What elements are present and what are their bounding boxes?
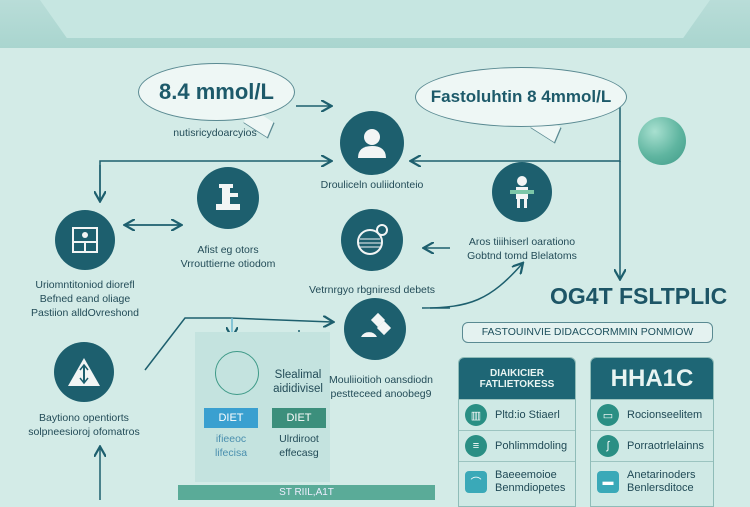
chart-icon: ▥ (465, 404, 487, 426)
warning-label-line: solpneesioroj ofomatros (28, 426, 140, 438)
monitor-label-line: Befned eand oliage (39, 293, 131, 305)
activity-icon: ⌒ (465, 470, 487, 493)
patient-label-line: Aros tiiihiserl oarationo (468, 236, 576, 248)
card-right: HHA1C ▭Rocionseelitem ∫Porraotrlelainns … (590, 357, 714, 507)
meter-icon: ▬ (597, 470, 619, 493)
card-title-line: DIAIKICIER (490, 367, 544, 379)
top-band-inner (40, 0, 710, 38)
kiosk-label-line: Afist eg otors (197, 244, 259, 256)
panel-side-text: Slealimal aididivisel (273, 368, 323, 396)
diet-box-blue-sub: ifieeoc lifecisa (215, 432, 247, 460)
sphere-decoration (638, 117, 686, 165)
diet-box-blue: DIET (204, 408, 258, 428)
glucose-bubble: 8.4 mmol/L (138, 63, 295, 121)
patient-node (492, 162, 552, 222)
plate-icon (357, 224, 388, 255)
monitor-label-line: Pastiion alldOvreshond (31, 307, 139, 319)
diet-sub-line: effecasg (279, 447, 319, 459)
card-row: ∫ Porraotrlelainns (591, 430, 713, 461)
card-row-label: Porraotrlelainns (627, 440, 705, 452)
card-title-line: FATLIETOKESS (479, 378, 555, 390)
monitor-label-line: Uriomntitoniod diorefl (35, 279, 135, 291)
device-icon (216, 184, 240, 210)
card-row-label: Pltd:io Stiaerl (495, 409, 560, 421)
diet-box-green: DIET (272, 408, 326, 428)
bubble-caption: nutisricydoarcyios (173, 127, 257, 139)
person-node (340, 111, 404, 175)
fasting-value: Fastoluhtin 8 4mmol/L (430, 87, 612, 106)
kiosk-label-line: Vrrouttierne otiodom (180, 258, 276, 270)
ogtt-box: FASTOUINVIE DIDACCORMMIN PONMIOW (462, 322, 713, 343)
panel-right-line: pestteceed anoobeg9 (330, 388, 432, 400)
plate-node (341, 209, 403, 271)
user-icon (358, 129, 386, 158)
card-row-label: Rocionseelitem (627, 409, 703, 421)
diet-box-green-sub: Ulrdiroot effecasg (279, 432, 319, 460)
person-label: Drouliceln ouliidonteio (320, 179, 424, 191)
diet-sub-line: Ulrdiroot (279, 433, 319, 445)
panel-right-text: Mouliioitioh oansdiodn pestteceed anoobeg… (329, 373, 433, 401)
panel-right-line: Mouliioitioh oansdiodn (329, 374, 433, 386)
diet-panel (195, 332, 330, 482)
bed-icon: ▭ (597, 404, 619, 426)
ogtt-title: OG4T FSLTPLIC (550, 283, 728, 309)
warning-label-line: Baytiono opentiorts (39, 412, 129, 424)
pulse-icon: ∫ (597, 435, 619, 457)
card-row: ≡ Pohlimmdoling (459, 430, 575, 461)
panel-side-line: aididivisel (273, 383, 323, 395)
kiosk-node (197, 167, 259, 229)
warning-label: Baytiono opentiorts solpneesioroj ofomatr… (28, 411, 139, 439)
card-row: ▭ Rocionseelitem (591, 399, 713, 430)
card-row: ▥ Pltd:io Stiaerl (459, 399, 575, 430)
diet-sub-line: ifieeoc (215, 433, 247, 445)
patient-label-line: Gobtnd tomd Blelatoms (467, 250, 577, 262)
monitor-node (55, 210, 115, 270)
patient-icon (510, 176, 534, 208)
warning-icon (68, 358, 100, 386)
plate-label: Vetrnrgyo rbgniresd debets (308, 284, 436, 296)
card-right-header: HHA1C (591, 358, 713, 399)
diet-sub-line: lifecisa (214, 447, 248, 459)
food-icon: ≡ (465, 435, 487, 457)
food-icon (215, 351, 259, 395)
panel-side-line: Slealimal (274, 369, 322, 381)
pills-node (344, 298, 406, 360)
fasting-bubble: Fastoluhtin 8 4mmol/L (415, 67, 627, 127)
monitor-icon (72, 227, 98, 253)
warning-node (54, 342, 114, 402)
pills-icon (361, 312, 392, 337)
glucose-value: 8.4 mmol/L (159, 79, 274, 104)
card-row-label: Pohlimmdoling (495, 440, 568, 452)
bottom-bar: ST RIIL,A1T (178, 485, 435, 500)
